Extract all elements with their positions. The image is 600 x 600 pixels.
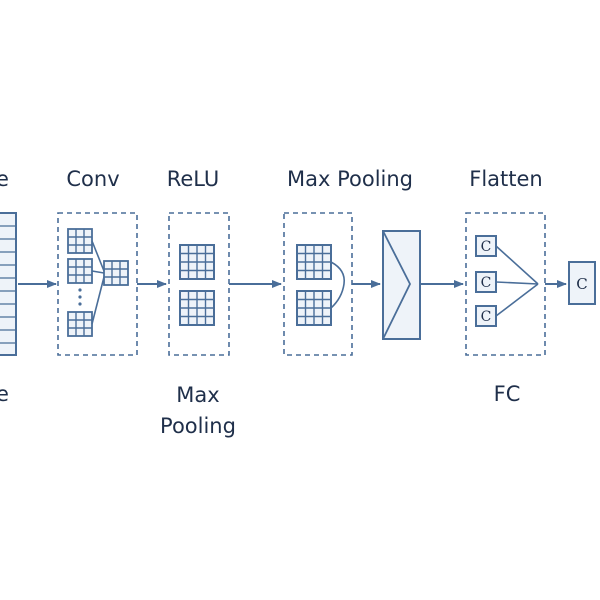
pooling-feature-map [296, 244, 332, 280]
conv-kernel-grid [67, 228, 93, 254]
flatten-label: Flatten [469, 167, 543, 191]
pooling-feature-map [296, 290, 332, 326]
ellipsis-dot [78, 295, 82, 299]
conv-kernel-grid [67, 311, 93, 337]
conv-output-grid [103, 260, 129, 286]
conv-label: Conv [66, 167, 120, 191]
input-label-bottom: e [0, 382, 9, 406]
flatten-dashed-box [465, 212, 546, 356]
max-pooling-stage [283, 212, 353, 356]
relu-feature-map [179, 244, 215, 280]
svg-text:C: C [481, 275, 492, 291]
input-column [0, 212, 17, 356]
svg-text:C: C [481, 239, 492, 255]
relu-label: ReLU [166, 167, 220, 191]
c-node: C [475, 305, 497, 327]
flatten-stage: C C C [465, 212, 546, 356]
max-pooling-label-bottom: Max Pooling [160, 383, 236, 438]
conv-kernel-grid [67, 258, 93, 284]
svg-text:C: C [576, 275, 587, 293]
relu-dashed-box [168, 212, 230, 356]
input-label-top: e [0, 167, 9, 191]
conv-stage [57, 212, 138, 356]
relu-feature-map [179, 290, 215, 326]
pooling-dashed-box [283, 212, 353, 356]
fc-label: FC [493, 382, 521, 406]
c-node: C [475, 271, 497, 293]
ellipsis-dot [78, 288, 82, 292]
conv-dashed-box [57, 212, 138, 356]
max-pooling-label-top: Max Pooling [286, 167, 414, 191]
svg-text:C: C [481, 309, 492, 325]
c-node: C [475, 235, 497, 257]
flatten-shape [382, 230, 421, 340]
ellipsis-dot [78, 302, 82, 306]
relu-stage [168, 212, 230, 356]
output-c-node: C [568, 261, 596, 305]
